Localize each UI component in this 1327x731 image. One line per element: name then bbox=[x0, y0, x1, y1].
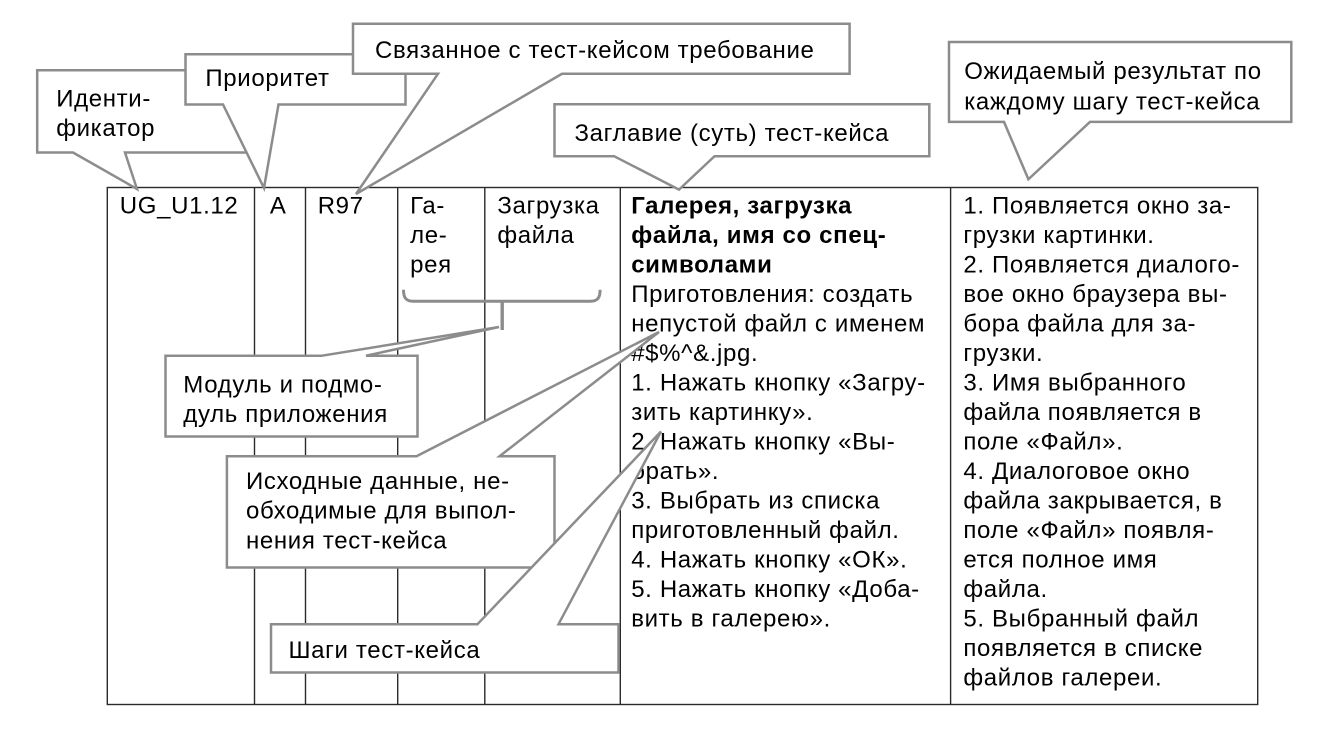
svg-text:файлов галереи.: файлов галереи. bbox=[963, 664, 1162, 691]
svg-text:Приготовления: создать: Приготовления: создать bbox=[631, 281, 913, 308]
svg-text:грузки.: грузки. bbox=[963, 340, 1043, 367]
svg-text:4. Диалоговое окно: 4. Диалоговое окно bbox=[963, 458, 1190, 485]
svg-text:обходимые для выпол-: обходимые для выпол- bbox=[246, 498, 517, 525]
svg-text:ется полное имя: ется полное имя bbox=[963, 546, 1157, 573]
svg-text:грузки картинки.: грузки картинки. bbox=[963, 222, 1154, 249]
svg-text:Ожидаемый результат по: Ожидаемый результат по bbox=[964, 58, 1262, 85]
svg-text:файла появляется в: файла появляется в bbox=[963, 399, 1201, 426]
svg-text:непустой файл с именем: непустой файл с именем bbox=[631, 310, 925, 337]
svg-text:файла закрывается, в: файла закрывается, в bbox=[963, 487, 1222, 514]
svg-text:5. Выбранный файл: 5. Выбранный файл bbox=[963, 605, 1199, 632]
svg-text:каждому шагу тест-кейса: каждому шагу тест-кейса bbox=[964, 88, 1260, 115]
svg-text:вить в галерею».: вить в галерею». bbox=[631, 605, 831, 632]
svg-text:Галерея, загрузка: Галерея, загрузка bbox=[631, 192, 852, 219]
svg-text:5. Нажать кнопку «Доба-: 5. Нажать кнопку «Доба- bbox=[631, 576, 920, 603]
svg-text:4. Нажать кнопку «ОК».: 4. Нажать кнопку «ОК». bbox=[631, 546, 907, 573]
svg-text:Га-: Га- bbox=[410, 192, 445, 219]
svg-text:3. Выбрать из списка: 3. Выбрать из списка bbox=[631, 487, 880, 514]
svg-text:приготовленный файл.: приготовленный файл. bbox=[631, 517, 899, 544]
svg-text:A: A bbox=[270, 192, 287, 219]
svg-text:Модуль и подмо-: Модуль и подмо- bbox=[183, 372, 382, 399]
svg-text:1. Появляется окно за-: 1. Появляется окно за- bbox=[963, 192, 1231, 219]
svg-text:Связанное с тест-кейсом требов: Связанное с тест-кейсом требование bbox=[375, 37, 815, 64]
svg-text:файла.: файла. bbox=[963, 576, 1047, 603]
svg-text:R97: R97 bbox=[318, 192, 364, 219]
svg-text:файла: файла bbox=[497, 222, 574, 249]
svg-text:вое окно браузера вы-: вое окно браузера вы- bbox=[963, 281, 1227, 308]
svg-text:UG_U1.12: UG_U1.12 bbox=[120, 192, 239, 219]
svg-text:Шаги тест-кейса: Шаги тест-кейса bbox=[289, 637, 481, 664]
svg-text:ле-: ле- bbox=[410, 222, 447, 249]
svg-text:появляется в списке: появляется в списке bbox=[963, 635, 1203, 662]
svg-text:рея: рея bbox=[410, 251, 452, 278]
svg-text:2. Нажать кнопку «Вы-: 2. Нажать кнопку «Вы- bbox=[631, 428, 895, 455]
svg-text:поле «Файл».: поле «Файл». bbox=[963, 428, 1123, 455]
svg-text:нения тест-кейса: нения тест-кейса bbox=[246, 527, 447, 554]
svg-text:1. Нажать кнопку «Загру-: 1. Нажать кнопку «Загру- bbox=[631, 369, 926, 396]
svg-text:бора файла для за-: бора файла для за- bbox=[963, 310, 1196, 337]
svg-text:#$%^&.jpg.: #$%^&.jpg. bbox=[631, 340, 758, 367]
svg-text:2. Появляется диалого-: 2. Появляется диалого- bbox=[963, 251, 1240, 278]
svg-text:файла, имя со спец-: файла, имя со спец- bbox=[631, 222, 886, 249]
svg-text:Иденти-: Иденти- bbox=[56, 86, 151, 113]
svg-text:3. Имя выбранного: 3. Имя выбранного bbox=[963, 369, 1186, 396]
svg-text:дуль приложения: дуль приложения bbox=[183, 401, 388, 428]
svg-text:Исходные данные, не-: Исходные данные, не- bbox=[246, 468, 510, 495]
svg-text:зить картинку».: зить картинку». bbox=[631, 399, 813, 426]
svg-text:фикатор: фикатор bbox=[56, 115, 155, 142]
svg-text:Приоритет: Приоритет bbox=[205, 65, 329, 92]
svg-text:Загрузка: Загрузка bbox=[497, 192, 599, 219]
svg-text:поле «Файл» появля-: поле «Файл» появля- bbox=[963, 517, 1214, 544]
svg-text:символами: символами bbox=[631, 251, 772, 278]
svg-text:Заглавие (суть) тест-кейса: Заглавие (суть) тест-кейса bbox=[575, 120, 890, 147]
